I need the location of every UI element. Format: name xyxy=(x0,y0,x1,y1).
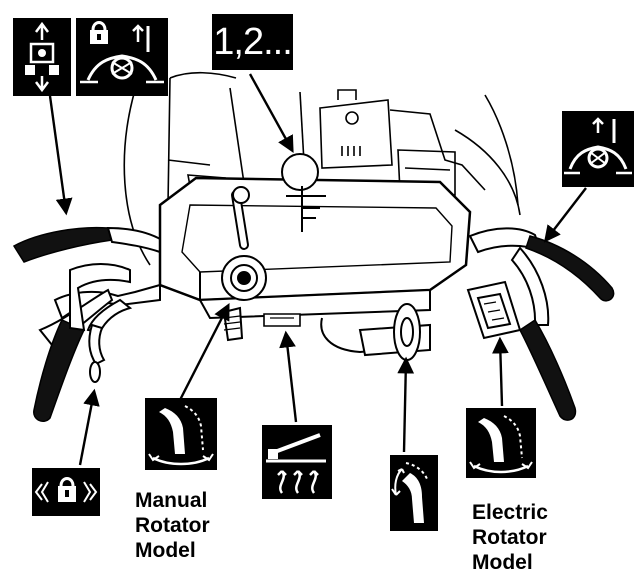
manual-rotator-model-caption: Manual Rotator Model xyxy=(135,488,210,563)
chute-rotate-electric-icon xyxy=(466,408,536,478)
manual-caption-line-2: Rotator xyxy=(135,514,210,537)
electric-caption-line-2: Rotator xyxy=(472,526,547,549)
chute-deflector-icon xyxy=(390,455,438,531)
drive-engage-icon xyxy=(13,18,71,96)
chute-deflector-handle xyxy=(320,303,431,361)
manual-caption-line-3: Model xyxy=(135,539,196,562)
right-upper-grip xyxy=(525,235,615,302)
manual-chute-crank xyxy=(221,186,267,342)
electric-chute-switch xyxy=(466,280,522,340)
left-auger-lock-lever xyxy=(88,323,106,383)
auger-engage-icon xyxy=(562,111,634,187)
pointer-arrows xyxy=(48,73,587,466)
arrow-to-deflector xyxy=(397,356,415,453)
auger-lock-small-icon xyxy=(32,468,100,516)
auger-lock-icon xyxy=(76,18,168,96)
electric-caption-line-1: Electric xyxy=(472,501,548,524)
engine-outline xyxy=(123,71,521,266)
ignition-key-tag-label: 1,2... xyxy=(212,14,293,70)
left-upper-grip xyxy=(12,226,164,263)
right-handlebar xyxy=(468,227,550,326)
electric-rotator-model-caption: Electric Rotator Model xyxy=(472,500,548,575)
electric-caption-line-3: Model xyxy=(472,551,533,574)
left-lower-grip xyxy=(33,263,131,422)
arrow-to-choke xyxy=(279,330,298,423)
right-lower-grip xyxy=(519,318,577,421)
arrow-to-left-auger-lock xyxy=(78,388,100,466)
control-panel xyxy=(158,176,472,327)
manual-caption-line-1: Manual xyxy=(135,489,208,512)
arrow-to-ignition-key xyxy=(248,73,294,153)
ignition-key xyxy=(281,153,326,232)
arrow-to-electric-switch xyxy=(492,336,509,407)
choke-icon xyxy=(262,425,332,499)
arrow-to-right-upper-grip xyxy=(543,187,587,243)
chute-rotate-manual-icon xyxy=(145,398,217,470)
arrow-to-left-upper-grip xyxy=(48,95,73,216)
arrow-to-manual-crank xyxy=(178,303,230,401)
